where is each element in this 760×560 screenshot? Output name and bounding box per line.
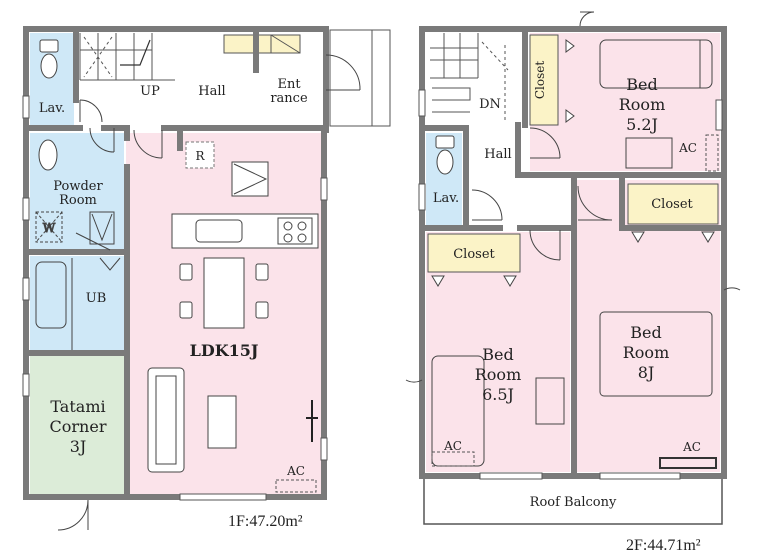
sofa [147,367,185,473]
dining-set [179,257,269,329]
closet-markers [431,39,715,287]
shoe-cabinet [223,34,301,54]
tv-icon [306,400,318,442]
ac-unit-left [431,451,475,467]
ac-label-left: AC [443,439,462,453]
closet-right [627,183,719,225]
toilet-1f [39,39,59,79]
lav-label-1f: Lav. [39,101,65,116]
tatami-label-3: 3J [70,437,87,456]
bed-5-2j [599,39,713,169]
walls-2f [419,26,727,479]
balcony-label: Roof Balcony [530,495,617,510]
pantry-box [231,161,269,197]
bed2-label-2: Room [475,365,521,384]
closet-left-label: Closet [453,247,495,262]
floor2-area: 2F:44.71m² [626,537,701,554]
vanity-icon [89,211,115,245]
bed1-label-1: Bed [626,75,657,94]
porch [329,29,391,127]
ldk-label: LDK15J [190,341,259,360]
ac-unit-right [659,457,717,469]
doors-1f [57,54,361,531]
ac-label-right: AC [682,440,701,454]
stairs-2f [430,33,509,120]
dn-label: DN [479,97,501,112]
bed1-label-3: 5.2J [626,115,658,134]
refrigerator-label: R [195,149,205,163]
lav-label-2f: Lav. [433,191,459,206]
ac-label-1f: AC [286,464,305,478]
powder-label-2: Room [59,193,97,208]
closet-right-label: Closet [651,197,693,212]
doors-2f [405,11,741,383]
bed-8j [599,311,713,397]
tatami-corner [30,356,126,494]
refrigerator [185,141,215,169]
stairs-1f [79,33,175,81]
roof-balcony [423,477,723,525]
bed3-label-1: Bed [630,323,661,342]
ub-label: UB [86,291,107,306]
bed3-label-2: Room [623,343,669,362]
entrance-label-1: Ent [277,77,301,92]
up-label: UP [140,84,160,99]
sink-icon [38,139,58,171]
ac-label-top: AC [678,141,697,155]
floor-1: W R [22,26,391,531]
windows-1f [22,95,328,501]
washer-label: W [43,221,56,235]
coffee-table [207,395,237,449]
bed2-label-1: Bed [482,345,513,364]
bed-6-5j [431,355,565,467]
washer-icon: W [35,211,63,243]
ac-unit-top [705,134,719,172]
window-bed1 [715,99,723,131]
powder-label-1: Powder [53,179,103,194]
closet-top-label: Closet [533,61,547,100]
bed2-label-3: 6.5J [482,385,514,404]
tatami-label-1: Tatami [50,397,105,416]
closet-top [529,34,559,126]
hall-label-2f: Hall [484,147,511,162]
floor-2: AC AC AC DN Closet Bed Room [405,11,741,554]
entrance-label-2: rance [270,91,308,106]
bed3-label-3: 8J [638,363,655,382]
windows-2f [418,89,681,480]
hall-label-1f: Hall [198,84,225,99]
bathtub [35,261,67,329]
toilet-2f [435,135,455,175]
ac-unit-1f [275,479,317,493]
kitchen-counter [171,213,319,249]
closet-left [427,233,521,273]
floor1-area: 1F:47.20m² [228,513,303,530]
bed1-label-2: Room [619,95,665,114]
tatami-label-2: Corner [50,417,107,436]
